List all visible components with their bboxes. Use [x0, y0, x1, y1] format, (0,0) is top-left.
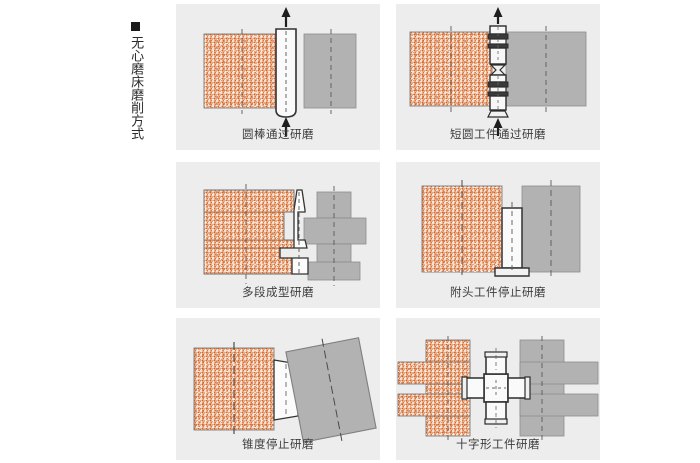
- workpiece-round-bar: [275, 28, 297, 118]
- panel-5-caption: 锥度停止研磨: [242, 437, 314, 451]
- panel-3-illustration: [203, 184, 367, 286]
- regulating-wheel: [303, 29, 357, 114]
- panel-6-illustration: [397, 336, 599, 440]
- page-title: 无心磨床磨削方式: [122, 22, 148, 140]
- grinding-wheel: [409, 26, 493, 112]
- feed-arrow-bottom: [493, 118, 503, 136]
- panel-4-illustration: [421, 180, 581, 278]
- panel-multi-step-form-grinding: 多段成型研磨: [176, 162, 380, 308]
- panel-4-caption: 附头工件停止研磨: [450, 285, 546, 299]
- grinding-wheel-cross: [397, 336, 471, 440]
- panel-through-feed-bar: 圆棒通过研磨: [176, 4, 380, 150]
- panel-headed-part-infeed: 附头工件停止研磨: [396, 162, 600, 308]
- panel-2-caption: 短圆工件通过研磨: [450, 127, 546, 141]
- regulating-wheel-stepped: [303, 186, 367, 286]
- panel-1-caption: 圆棒通过研磨: [242, 127, 314, 141]
- panel-6-caption: 十字形工件研磨: [456, 437, 540, 451]
- panel-5-illustration: [193, 337, 377, 443]
- workpiece-cross-spider: [461, 348, 531, 428]
- panel-3-caption: 多段成型研磨: [242, 285, 314, 299]
- feed-arrow-top: [281, 7, 291, 27]
- grinding-wheel: [421, 180, 503, 278]
- grinding-wheel-formed: [203, 184, 295, 284]
- page-title-text: 无心磨床磨削方式: [128, 36, 144, 140]
- regulating-wheel-tilted: [285, 337, 377, 443]
- grinding-wheel: [203, 29, 277, 114]
- panel-2-illustration: [409, 7, 587, 136]
- workpiece-multi-step: [279, 189, 309, 276]
- feed-arrow-bottom: [281, 117, 291, 136]
- workpiece-short-cylinders: [487, 25, 509, 118]
- panel-cross-part-grinding: 十字形工件研磨: [396, 318, 600, 460]
- grinding-wheel: [193, 342, 275, 436]
- feed-arrow-top: [493, 7, 503, 24]
- workpiece-headed-part: [494, 202, 530, 277]
- panel-1-illustration: [203, 7, 357, 136]
- bullet-square-icon: [130, 22, 140, 31]
- regulating-wheel: [505, 26, 587, 112]
- regulating-wheel-cross: [519, 336, 599, 440]
- regulating-wheel: [521, 180, 581, 278]
- panel-through-feed-short-parts: 短圆工件通过研磨: [396, 4, 600, 150]
- panel-taper-infeed: 锥度停止研磨: [176, 318, 380, 460]
